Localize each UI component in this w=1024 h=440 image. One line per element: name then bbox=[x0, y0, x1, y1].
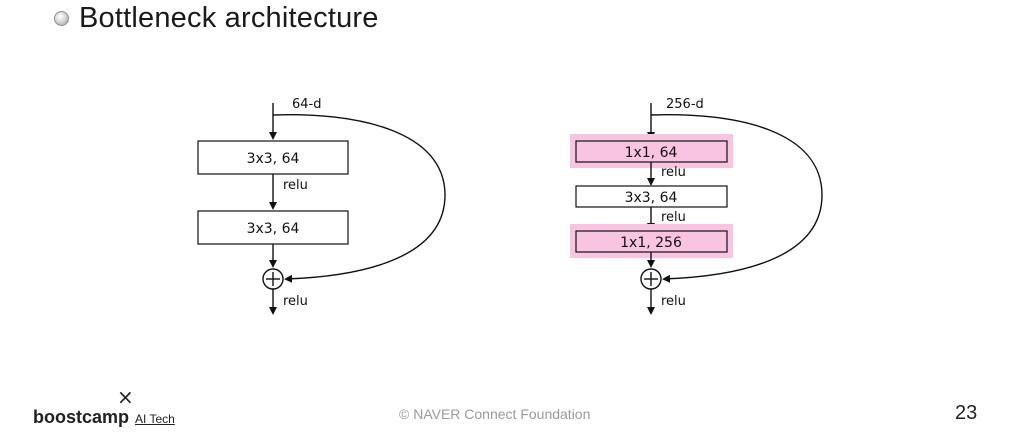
copyright: © NAVER Connect Foundation bbox=[399, 406, 591, 422]
left-relu-1: relu bbox=[283, 178, 308, 193]
left-input-label: 64-d bbox=[292, 97, 322, 112]
right-box-1-label: 1x1, 64 bbox=[625, 145, 678, 161]
logo-x-icon: × bbox=[117, 385, 134, 409]
page-number: 23 bbox=[955, 402, 978, 424]
left-box-2-label: 3x3, 64 bbox=[247, 221, 300, 237]
left-skip-connection bbox=[272, 113, 446, 283]
logo-text: boostcamp AI Tech bbox=[33, 407, 175, 428]
left-box-1-label: 3x3, 64 bbox=[247, 151, 300, 167]
right-box-3-label: 1x1, 256 bbox=[620, 235, 682, 251]
bottleneck-block: 256-d 1x1, 64 relu 3x3, 64 relu 1x1, 256… bbox=[570, 97, 823, 315]
right-box-2-label: 3x3, 64 bbox=[625, 190, 678, 206]
right-input-label: 256-d bbox=[666, 97, 704, 112]
right-skip-connection bbox=[650, 113, 823, 283]
basic-block: 64-d 3x3, 64 relu 3x3, 64 relu bbox=[197, 97, 446, 315]
bullet-icon bbox=[54, 11, 69, 26]
left-relu-2: relu bbox=[283, 294, 308, 309]
slide-title-row: Bottleneck architecture bbox=[54, 2, 379, 35]
right-relu-3: relu bbox=[661, 294, 686, 309]
logo-main: boostcamp bbox=[33, 407, 130, 427]
logo-sub: AI Tech bbox=[135, 412, 175, 426]
right-relu-2: relu bbox=[661, 210, 686, 225]
right-relu-1: relu bbox=[661, 165, 686, 180]
slide-title: Bottleneck architecture bbox=[79, 2, 379, 34]
